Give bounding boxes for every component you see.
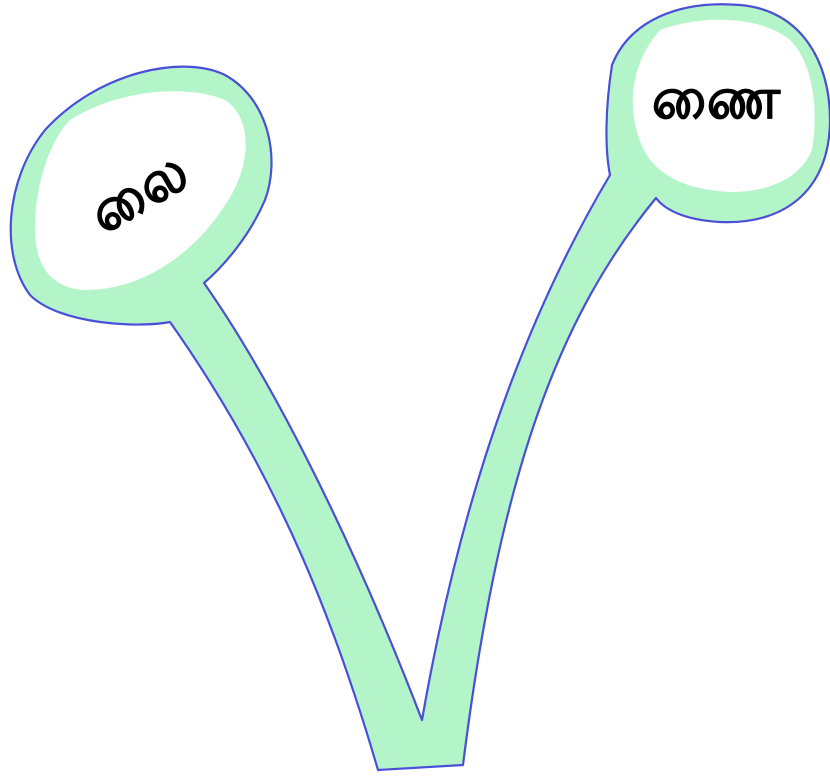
left-bulb-inner bbox=[35, 91, 246, 290]
right-bulb-label: ணை bbox=[652, 64, 782, 132]
right-bulb-inner bbox=[632, 19, 815, 193]
